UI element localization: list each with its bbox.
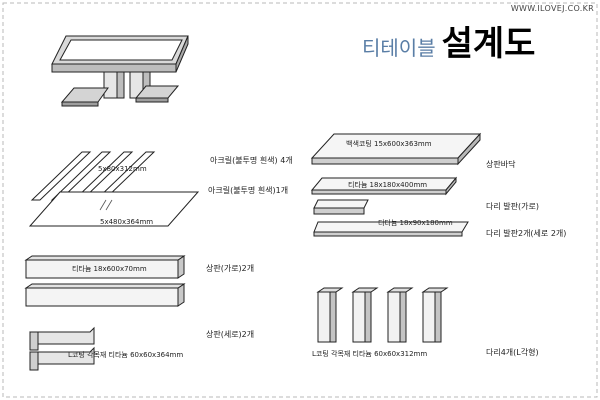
top-vertical-label: 상판(세로)2개 [206,330,255,339]
leg-base-vertical-boards [313,199,469,237]
leg-profiles [316,287,449,343]
leg-base-vertical-dims: 티타늄 18x90x180mm [378,219,453,227]
acrylic-opaque-label: 아크릴(불투명 흰색) 4개 [210,156,293,165]
top-vertical-profiles [29,326,95,371]
leg-base-horizontal-dims: 티타늄 18x180x400mm [348,181,428,189]
site-url: WWW.ILOVEJ.CO.KR [510,4,594,13]
floor-panel [310,132,482,166]
legs-dims: L코팅 각목재 티타늄 60x60x312mm [312,350,428,358]
leg-base-horizontal-board [310,176,458,196]
top-horizontal-label: 상판(가로)2개 [206,264,255,273]
top-floor-dims: 백색코팅 15x600x363mm [346,140,432,148]
acrylic-clear-label: 아크릴(불투명 흰색)1개 [208,186,289,195]
top-horizontal-boards [24,255,186,307]
acrylic-clear-dims: 5x480x364mm [100,218,154,226]
acrylic-sheet [28,191,200,227]
leg-base-horizontal-label: 다리 발판(가로) [486,202,539,211]
sheet-shine [105,199,113,211]
top-horizontal-dims: 티타늄 18x600x70mm [72,265,147,273]
acrylic-opaque-dims: 5x80x312mm [98,165,147,173]
legs-label: 다리4개(L각형) [486,348,539,357]
leg-base-vertical-label: 다리 발판2개(세로 2개) [486,229,567,238]
sheet-shine [99,199,107,211]
diagram-title: 티테이블 [362,36,436,60]
assembled-table-illustration [51,35,189,107]
diagram-subtitle: 설계도 [441,24,536,64]
top-floor-label: 상판바닥 [486,160,516,169]
top-vertical-dims: L코팅 각목재 티타늄 60x60x364mm [68,351,184,359]
